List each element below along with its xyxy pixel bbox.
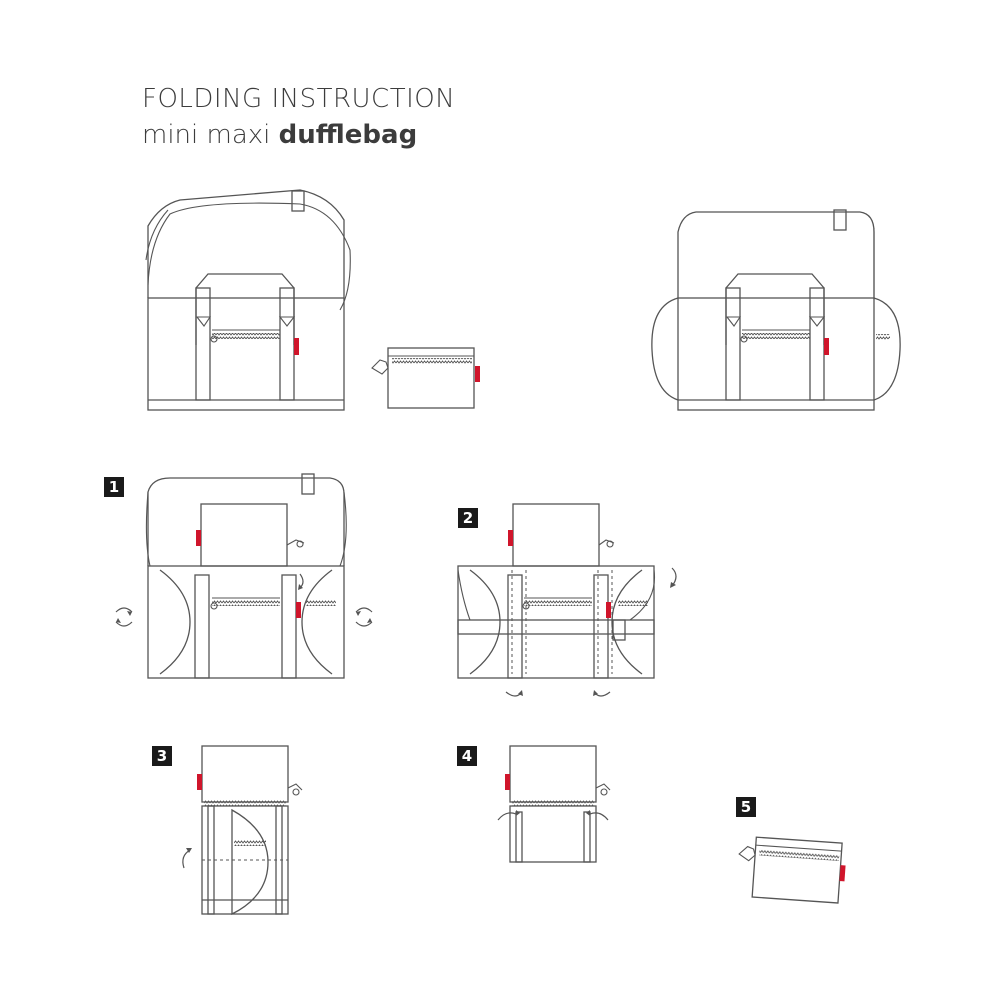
step-badge-2: 2 — [458, 508, 478, 528]
title-product-bold: dufflebag — [278, 120, 418, 150]
step-badge-1: 1 — [104, 477, 124, 497]
step-4-illustration — [497, 745, 611, 863]
step-5-illustration — [738, 836, 846, 904]
step-3-illustration — [182, 745, 303, 916]
bag-rounded-illustration — [651, 209, 901, 411]
step-badge-3: 3 — [152, 746, 172, 766]
step-badge-5: 5 — [736, 797, 756, 817]
title-product-light: mini maxi — [142, 120, 271, 150]
title-line-1: FOLDING INSTRUCTION — [142, 84, 456, 114]
bag-flat-illustration — [145, 189, 351, 411]
pouch-illustration — [371, 347, 480, 409]
step-badge-4: 4 — [457, 746, 477, 766]
step-1-illustration — [115, 473, 373, 679]
title-line-2: mini maxi dufflebag — [142, 120, 417, 150]
step-2-illustration — [457, 503, 677, 697]
